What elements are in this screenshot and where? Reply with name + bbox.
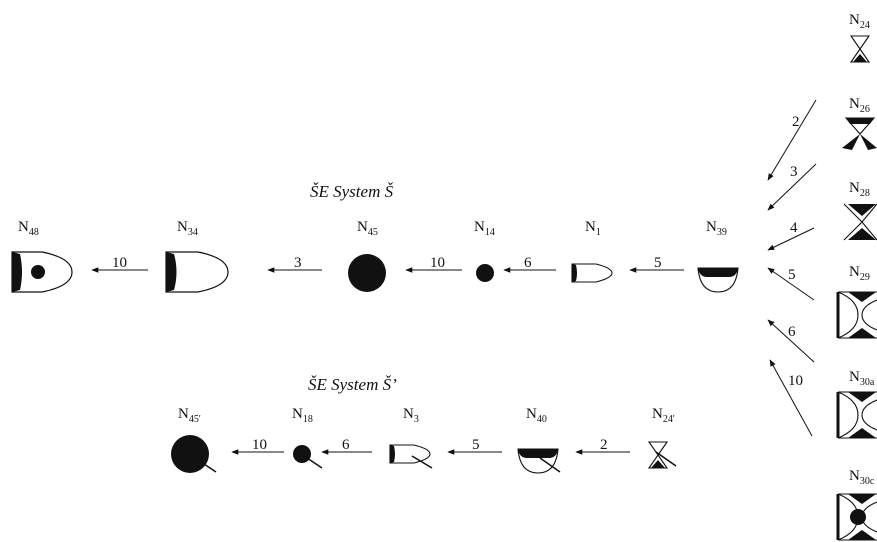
edge-n29-to-n39 (767, 267, 815, 301)
edge-label-fan-4: 5 (788, 267, 796, 283)
edge-n28-to-n39 (767, 227, 815, 251)
edge-n30a-to-n39 (767, 319, 815, 363)
node-label-n48: N48 (18, 219, 39, 238)
node-label-n29: N29 (849, 264, 870, 283)
edge-label-bottom-4: 2 (600, 437, 608, 453)
node-shape-n3 (389, 444, 433, 469)
edge-label-fan-3: 4 (790, 220, 798, 236)
node-label-n3: N3 (403, 406, 419, 425)
node-label-n30b: N30c (849, 468, 875, 487)
node-label-n40: N40 (526, 406, 547, 425)
node-label-n24: N24 (849, 12, 870, 31)
node-shape-n30a (836, 391, 877, 439)
system-title-primary: ŠE System Š (310, 182, 394, 201)
node-shape-n34 (165, 251, 229, 293)
edge-label-top-3: 10 (430, 255, 445, 271)
node-shape-n26 (842, 117, 877, 150)
edge-label-bottom-1: 10 (252, 437, 267, 453)
node-shape-n24 (849, 35, 871, 63)
edge-n26-to-n39 (767, 163, 817, 211)
node-label-n26: N26 (849, 96, 870, 115)
edge-label-bottom-2: 6 (342, 437, 350, 453)
edge-label-top-5: 5 (654, 255, 662, 271)
edge-label-bottom-3: 5 (472, 437, 480, 453)
edge-label-top-4: 6 (524, 255, 532, 271)
node-label-n45p: N45' (178, 406, 201, 425)
edge-label-fan-1: 2 (792, 114, 800, 130)
edge-label-top-1: 10 (112, 255, 127, 271)
node-shape-n30b (836, 493, 877, 541)
edge-label-fan-6: 10 (788, 373, 803, 389)
node-shape-n45 (348, 254, 386, 292)
node-label-n34: N34 (177, 219, 198, 238)
node-shape-n29 (836, 291, 877, 339)
node-label-n45: N45 (357, 219, 378, 238)
node-label-n24p: N24' (652, 406, 675, 425)
edge-label-top-2: 3 (294, 255, 302, 271)
edge-label-fan-2: 3 (790, 164, 798, 180)
node-label-n39: N39 (706, 219, 727, 238)
node-shape-n14 (476, 264, 494, 282)
node-shape-n40 (517, 448, 561, 474)
node-shape-n24p (647, 441, 677, 469)
node-label-n14: N14 (474, 219, 495, 238)
edge-label-fan-5: 6 (788, 324, 796, 340)
edge-n24-to-n39 (767, 99, 817, 181)
node-label-n28: N28 (849, 180, 870, 199)
node-shape-n1 (571, 263, 613, 283)
node-shape-n18 (293, 445, 323, 469)
node-shape-n48 (11, 251, 73, 293)
node-label-n30a: N30a (849, 369, 875, 388)
node-label-n18: N18 (292, 406, 313, 425)
node-shape-n28 (842, 203, 877, 241)
node-shape-n39 (697, 267, 739, 293)
edge-n30b-to-n39 (769, 359, 813, 437)
system-title-secondary: ŠE System Š’ (308, 375, 397, 394)
node-label-n1: N1 (585, 219, 601, 238)
node-shape-n45p (171, 435, 217, 473)
